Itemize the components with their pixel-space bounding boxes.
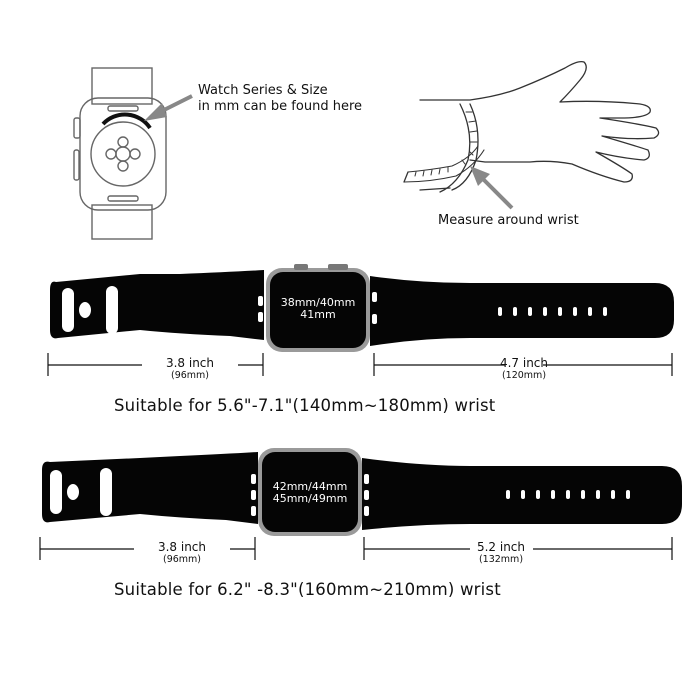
small-face-label-line2: 41mm xyxy=(300,308,336,321)
watch-strap-bottom xyxy=(91,204,153,240)
large-face-label-line1: 42mm/44mm xyxy=(272,480,348,493)
series-note: Watch Series & Size in mm can be found h… xyxy=(198,83,362,115)
large-band xyxy=(42,448,682,536)
large-right-length-inch: 5.2 inch xyxy=(476,540,526,554)
watch-sensor-ring xyxy=(90,121,156,187)
watch-case xyxy=(79,97,167,211)
wrist-tape-front xyxy=(439,103,471,193)
large-right-length-mm: (132mm) xyxy=(478,554,524,565)
series-arrow xyxy=(144,94,193,121)
small-left-length-mm: (96mm) xyxy=(170,370,209,381)
watch-strap-top xyxy=(91,67,153,105)
small-right-length: 4.7 inch (120mm) xyxy=(474,356,574,382)
large-left-length-inch: 3.8 inch xyxy=(157,540,207,554)
large-left-length: 3.8 inch (96mm) xyxy=(132,540,232,566)
measure-arrow xyxy=(470,166,514,210)
small-band-right-strap xyxy=(370,276,674,346)
series-note-line2: in mm can be found here xyxy=(198,99,362,114)
small-left-length: 3.8 inch (96mm) xyxy=(140,356,240,382)
small-left-length-inch: 3.8 inch xyxy=(165,356,215,370)
small-fit-text: Suitable for 5.6"-7.1"(140mm~180mm) wris… xyxy=(114,396,496,415)
small-right-length-inch: 4.7 inch xyxy=(499,356,549,370)
large-band-holes xyxy=(506,490,630,499)
small-face-label-line1: 38mm/40mm xyxy=(280,296,356,309)
small-band-left-strap xyxy=(50,270,264,340)
series-note-line1: Watch Series & Size xyxy=(198,83,328,98)
wrist-measure-illustration xyxy=(403,60,660,193)
forearm-lower xyxy=(419,187,451,191)
large-fit-text: Suitable for 6.2" -8.3"(160mm~210mm) wri… xyxy=(114,580,501,599)
small-dimensions xyxy=(47,353,673,376)
measure-note: Measure around wrist xyxy=(438,213,579,228)
watch-crown xyxy=(73,117,81,139)
large-left-length-mm: (96mm) xyxy=(162,554,201,565)
small-right-length-mm: (120mm) xyxy=(501,370,547,381)
small-face-label: 38mm/40mm 41mm xyxy=(270,297,366,321)
watch-back-illustration xyxy=(73,67,167,240)
large-face-label-line2: 45mm/49mm xyxy=(272,492,348,505)
small-band-holes xyxy=(498,307,607,316)
large-face-label: 42mm/44mm 45mm/49mm xyxy=(262,481,358,505)
tape-ticks xyxy=(414,111,478,177)
large-right-length: 5.2 inch (132mm) xyxy=(451,540,551,566)
hand-outline xyxy=(419,60,660,183)
watch-side-button xyxy=(73,149,80,181)
small-band xyxy=(50,264,674,352)
large-band-left-strap xyxy=(42,452,258,524)
large-dimensions xyxy=(39,537,673,560)
